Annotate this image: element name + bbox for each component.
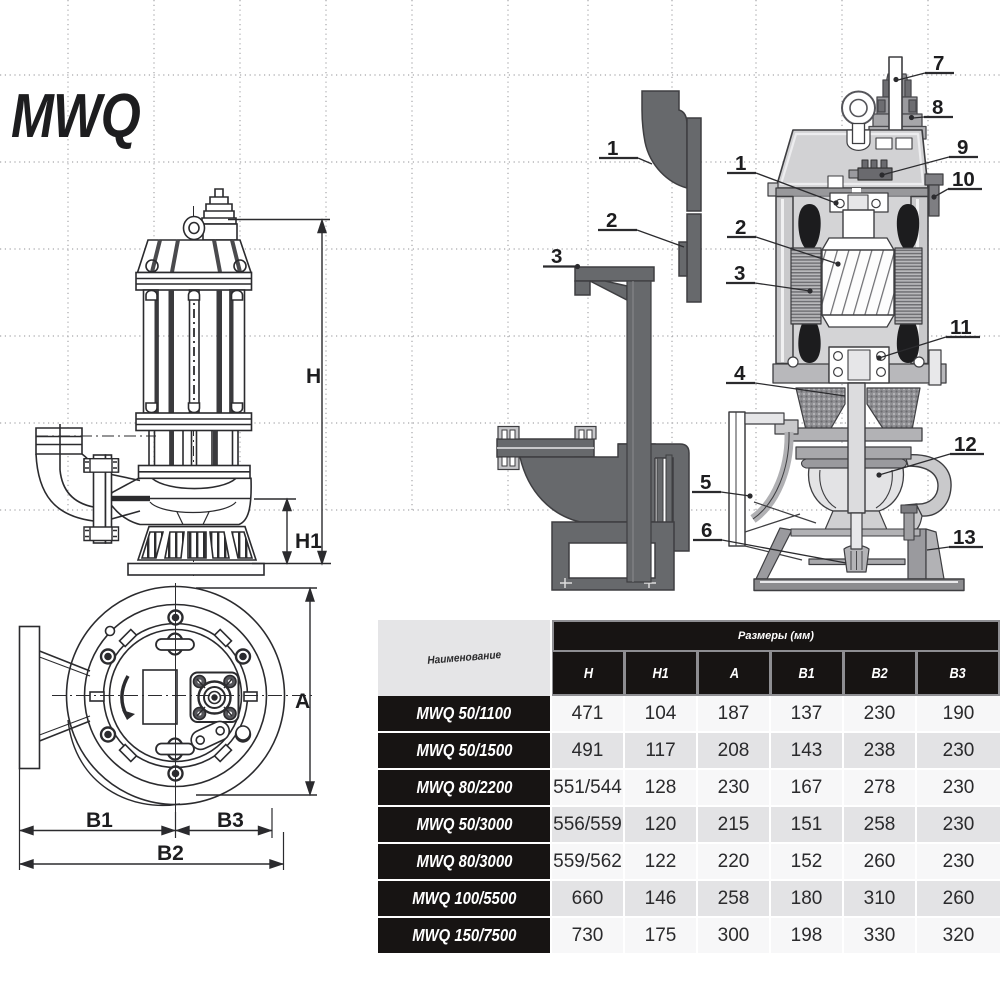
svg-text:10: 10 — [952, 168, 975, 191]
svg-text:B3: B3 — [217, 809, 244, 832]
svg-text:9: 9 — [957, 136, 968, 159]
svg-text:H: H — [306, 365, 321, 388]
svg-text:B2: B2 — [157, 842, 184, 865]
svg-text:1: 1 — [735, 152, 746, 175]
svg-text:6: 6 — [701, 519, 712, 542]
svg-text:1: 1 — [607, 137, 618, 160]
svg-text:2: 2 — [606, 209, 617, 232]
svg-text:7: 7 — [933, 52, 944, 75]
svg-text:B1: B1 — [86, 809, 113, 832]
svg-text:5: 5 — [700, 471, 711, 494]
svg-text:2: 2 — [735, 216, 746, 239]
svg-text:12: 12 — [954, 433, 977, 456]
svg-text:A: A — [295, 690, 310, 713]
svg-text:3: 3 — [551, 245, 562, 268]
svg-text:H1: H1 — [295, 530, 322, 553]
svg-text:4: 4 — [734, 362, 746, 385]
svg-text:13: 13 — [953, 526, 976, 549]
svg-text:11: 11 — [950, 316, 972, 339]
svg-text:3: 3 — [734, 262, 745, 285]
svg-text:8: 8 — [932, 96, 943, 119]
